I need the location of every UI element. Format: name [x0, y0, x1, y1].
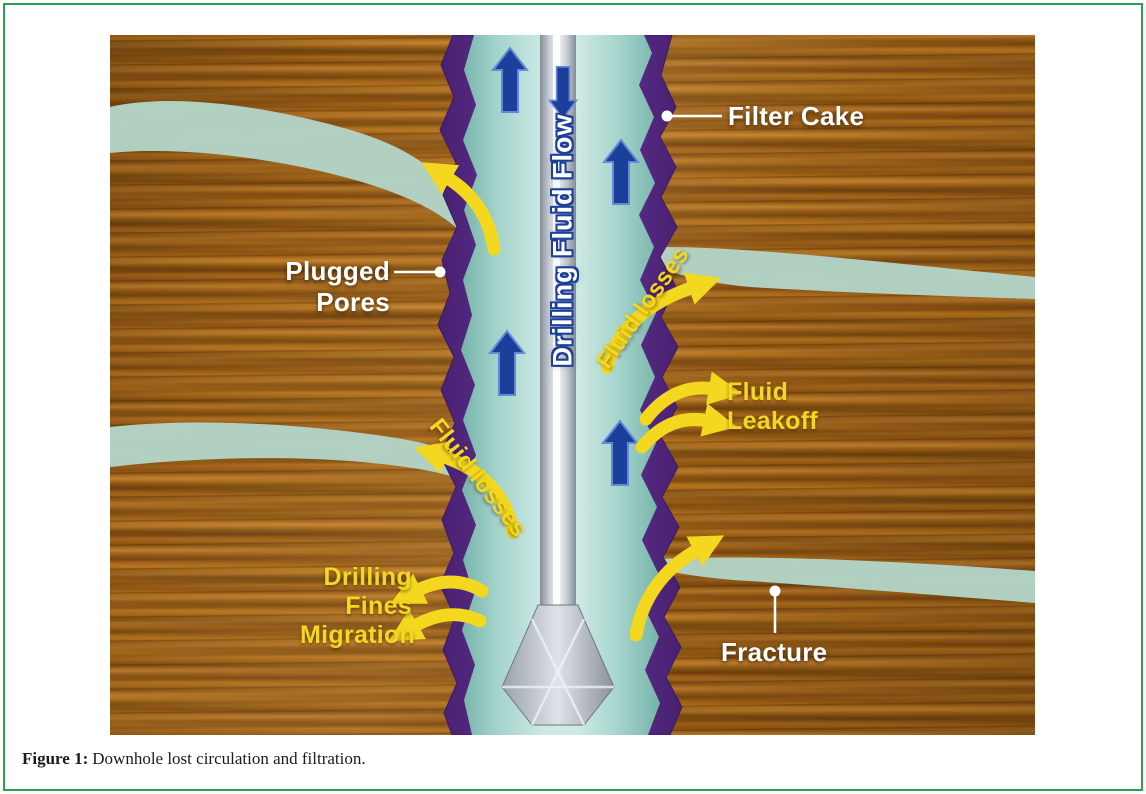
diagram-svg — [110, 35, 1035, 735]
label-fracture: Fracture — [721, 637, 828, 667]
leader-dot-fracture — [769, 585, 781, 597]
fracture-vein-right-upper — [660, 247, 1035, 299]
leader-dot-plugged-pores — [434, 266, 446, 278]
fluid-leakoff-arrow-upper — [639, 371, 743, 426]
leader-lines — [394, 110, 781, 633]
label-filter-cake: Filter Cake — [728, 101, 865, 131]
fracture-vein-top-left — [110, 100, 460, 232]
figure-caption: Figure 1:Downhole lost circulation and f… — [22, 749, 366, 769]
label-drilling-fines-migration: Drilling Fines Migration — [300, 563, 416, 649]
fines-migration-arrow-upper — [390, 573, 489, 604]
label-fluid-leakoff: Fluid Leakoff — [727, 378, 819, 435]
fracture-vein-left-middle — [110, 422, 466, 481]
figure-caption-text: Downhole lost circulation and filtration… — [92, 749, 366, 768]
label-plugged-pores: Plugged Pores — [285, 256, 390, 317]
label-drilling-fluid-flow: Drilling Fluid Flow — [547, 113, 578, 367]
loss-arrows — [388, 162, 743, 642]
fracture-veins — [110, 100, 1035, 603]
leader-dot-filter-cake — [661, 110, 673, 122]
drill-pipe-highlight — [553, 35, 560, 605]
fluid-loss-arrow-left-middle — [413, 441, 520, 539]
fracture-vein-bottom-right — [658, 557, 1035, 603]
fracture-loss-arrow-bottom-right — [629, 535, 725, 642]
drill-string — [501, 35, 615, 726]
fines-migration-arrow-lower — [388, 608, 487, 642]
figure-illustration: Filter Cake Plugged Pores Fluid losses F… — [110, 35, 1035, 735]
fluid-loss-arrow-right-upper — [600, 272, 722, 374]
figure-caption-label: Figure 1: — [22, 749, 89, 768]
fluid-leakoff-arrow-lower — [635, 403, 738, 454]
fluid-loss-arrow-top-left — [421, 162, 501, 256]
drill-bit-facets — [502, 618, 614, 726]
